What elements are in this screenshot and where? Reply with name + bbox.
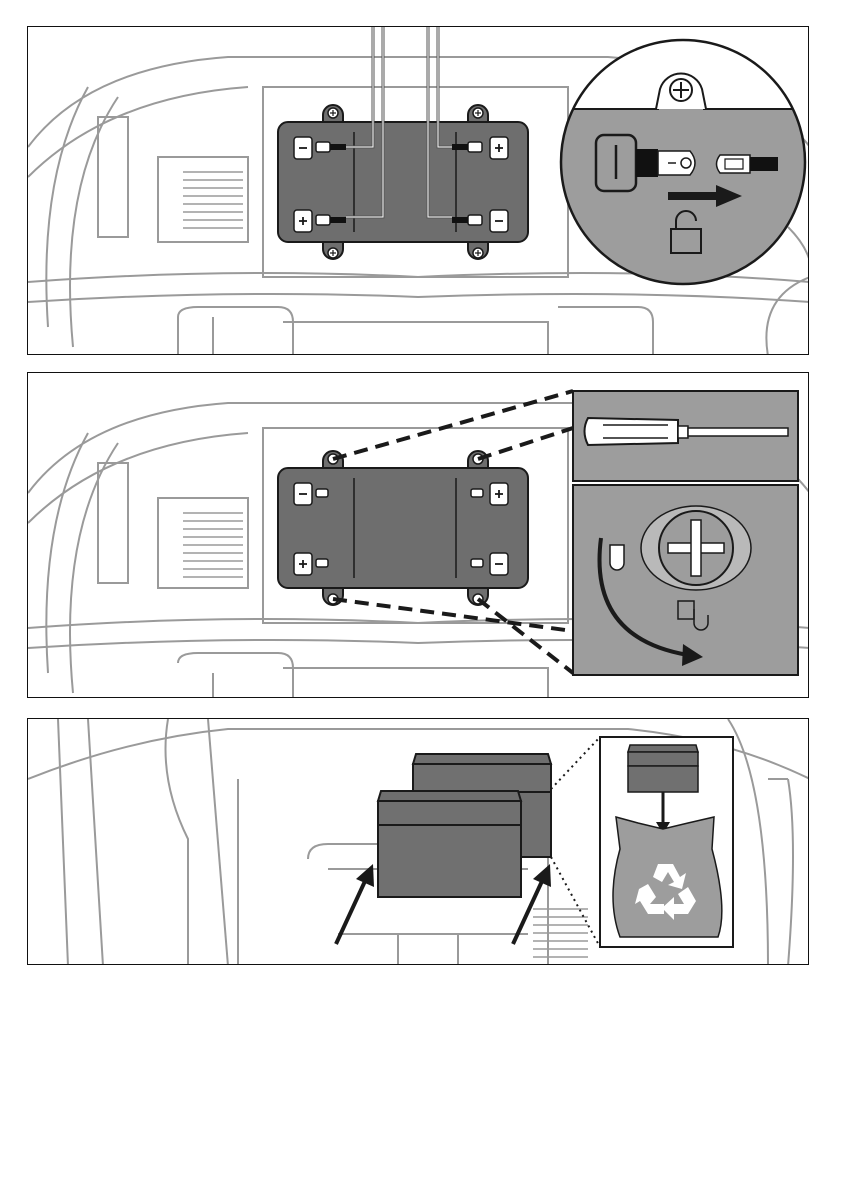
screw-rotation-callout bbox=[573, 485, 798, 675]
battery-box-front bbox=[378, 791, 521, 897]
minus-terminal-icon bbox=[596, 135, 636, 191]
recycling-bag-icon bbox=[613, 817, 722, 937]
locked-icon bbox=[610, 545, 624, 570]
screwdriver-callout bbox=[573, 391, 798, 481]
recycle-callout bbox=[600, 737, 733, 947]
step-2-remove-screws-panel bbox=[27, 372, 809, 698]
step-1-disconnect-panel bbox=[27, 26, 809, 355]
step-3-remove-batteries-panel bbox=[27, 718, 809, 965]
battery-cover-plate bbox=[278, 451, 528, 605]
disconnect-callout bbox=[558, 40, 809, 309]
battery-box-icon bbox=[628, 745, 698, 792]
battery-cover-plate bbox=[278, 105, 528, 259]
